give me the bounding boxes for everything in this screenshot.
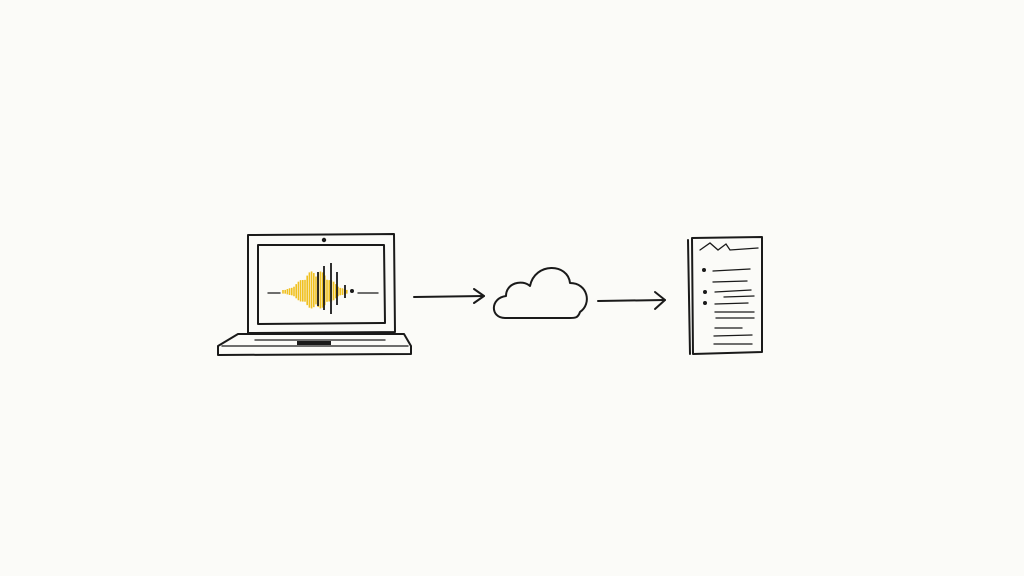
doc-line (723, 295, 755, 298)
cloud-icon (492, 267, 588, 319)
arrow-head (654, 291, 666, 310)
arrow-laptop-to-cloud (413, 288, 485, 304)
doc-line (713, 334, 753, 337)
doc-line (712, 280, 748, 283)
laptop-base (217, 333, 412, 356)
bullet (703, 290, 707, 294)
playhead-dot (350, 289, 354, 293)
arrow-cloud-to-document (597, 291, 666, 310)
page-back (687, 239, 691, 355)
doc-line (714, 289, 752, 293)
document-icon (687, 236, 763, 355)
audio-waveform (282, 263, 348, 314)
doc-line (712, 268, 751, 272)
page-front (691, 236, 763, 355)
bullet (703, 301, 707, 305)
doc-line (714, 302, 749, 305)
trackpad (297, 341, 331, 345)
bullet (702, 268, 706, 272)
arrow-head (473, 288, 485, 304)
arrow-line (597, 299, 666, 302)
arrow-line (413, 295, 485, 298)
doc-title-scribble (699, 242, 759, 251)
laptop-icon (217, 233, 412, 356)
laptop-screen (257, 244, 386, 325)
webcam-icon (321, 237, 327, 243)
laptop-screen-frame (247, 233, 396, 334)
